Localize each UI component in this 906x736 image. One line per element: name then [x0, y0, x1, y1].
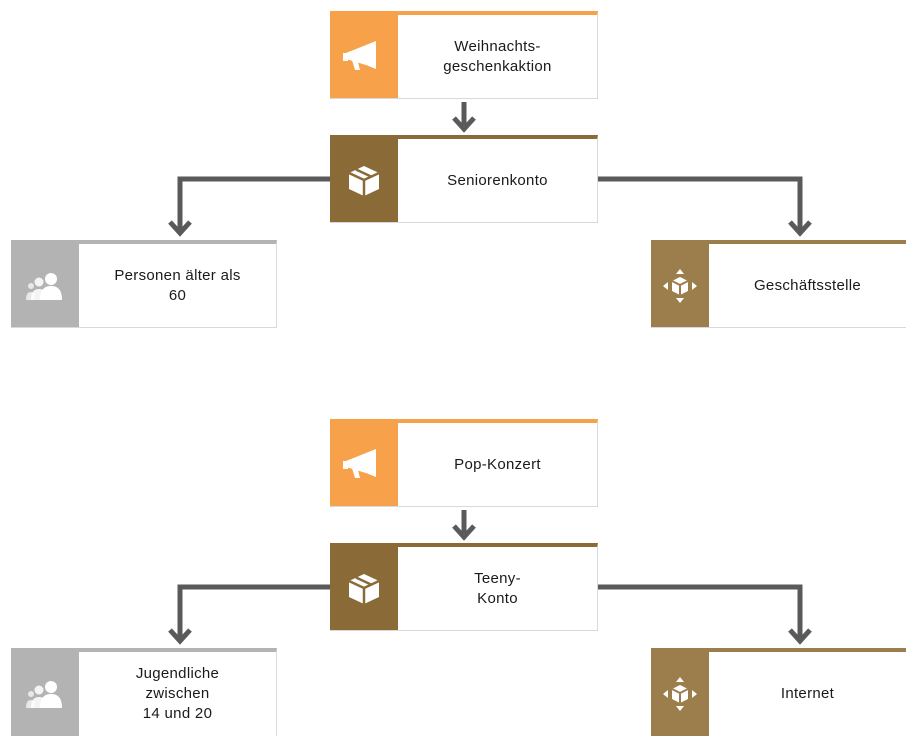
move-arrows-icon: [662, 268, 698, 304]
connector-product-to-target-group-2: [170, 584, 330, 641]
campaign-icon-box: [330, 423, 398, 506]
product-icon-box: [330, 547, 398, 630]
target-group-node[interactable]: Personen älter als 60: [11, 240, 277, 328]
megaphone-icon: [342, 39, 386, 75]
product-label: Teeny- Konto: [474, 569, 521, 607]
product-node[interactable]: Seniorenkonto: [330, 135, 598, 223]
product-icon-box: [330, 139, 398, 222]
channel-icon-box: [651, 244, 709, 327]
connector-campaign-to-product-1: [454, 102, 474, 129]
channel-label: Geschäftsstelle: [753, 276, 862, 294]
campaign-label: Pop-Konzert: [454, 455, 541, 473]
target-group-label: Personen älter als 60: [114, 266, 241, 304]
target-group-icon-box: [11, 652, 79, 736]
channel-label: Internet: [780, 685, 835, 702]
campaign-icon-box: [330, 15, 398, 98]
target-group-icon-box: [11, 244, 79, 327]
box-icon: [346, 163, 382, 199]
campaign-label: Weihnachts- geschenkaktion: [443, 37, 552, 75]
connector-campaign-to-product-2: [454, 510, 474, 537]
campaign-node[interactable]: Pop-Konzert: [330, 419, 598, 507]
megaphone-icon: [342, 447, 386, 483]
move-arrows-icon: [662, 676, 698, 712]
target-group-node[interactable]: Jugendliche zwischen 14 und 20: [11, 648, 277, 736]
channel-node[interactable]: Internet: [651, 648, 906, 736]
product-label: Seniorenkonto: [447, 171, 548, 189]
channel-node[interactable]: Geschäftsstelle: [651, 240, 906, 328]
product-node[interactable]: Teeny- Konto: [330, 543, 598, 631]
box-icon: [346, 571, 382, 607]
connector-product-to-channel-1: [598, 176, 810, 233]
connector-product-to-channel-2: [598, 584, 810, 641]
connector-product-to-target-group-1: [170, 176, 330, 233]
people-icon: [25, 678, 65, 710]
campaign-node[interactable]: Weihnachts- geschenkaktion: [330, 11, 598, 99]
people-icon: [25, 270, 65, 302]
target-group-label: Jugendliche zwischen 14 und 20: [135, 665, 220, 722]
channel-icon-box: [651, 652, 709, 736]
